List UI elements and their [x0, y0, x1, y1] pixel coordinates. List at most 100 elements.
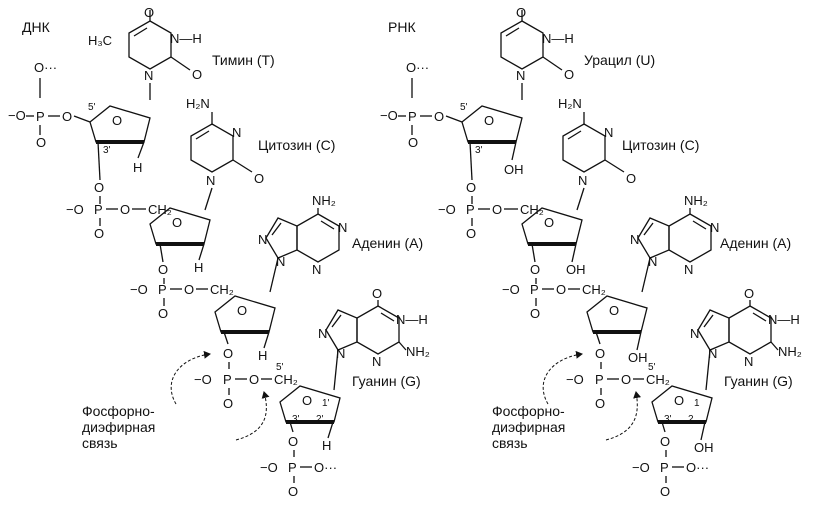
svg-text:2: 2 [688, 414, 694, 425]
svg-text:5': 5' [276, 362, 284, 373]
svg-text:N: N [276, 254, 285, 269]
base-label: Цитозин (C) [622, 137, 699, 153]
svg-text:N—H: N—H [170, 31, 202, 46]
base-label: Аденин (A) [352, 235, 423, 251]
svg-text:O: O [223, 396, 233, 411]
svg-text:−O: −O [66, 202, 84, 217]
svg-text:P: P [94, 202, 103, 217]
rna-panel: РНК O N—H O N Урацил (U) O 5' 3' OH O···… [380, 5, 802, 499]
phosphodiester-bond-label-rna: Фосфорно- диэфирная связь [492, 350, 642, 451]
svg-text:диэфирная: диэфирная [82, 419, 155, 435]
svg-text:O: O [595, 346, 605, 361]
dna-phosphate-4: O −O P O O CH₂ 5' [194, 331, 298, 411]
dna-sugar-4: O 3' 2' 1' H [278, 384, 342, 453]
dna-phosphate-2: O −O P O O CH₂ [66, 141, 172, 241]
svg-text:P: P [408, 109, 417, 124]
rna-sugar-4: O 3' 2 1 OH [650, 384, 714, 455]
svg-text:O···: O··· [34, 60, 57, 75]
svg-text:O: O [112, 113, 122, 128]
svg-text:O: O [530, 262, 540, 277]
svg-text:N: N [206, 173, 215, 188]
svg-text:O: O [184, 282, 194, 297]
panel-title-rna: РНК [388, 19, 416, 35]
panel-title-dna: ДНК [22, 19, 51, 35]
svg-text:O: O [302, 393, 312, 408]
svg-text:O: O [595, 396, 605, 411]
svg-text:O: O [564, 67, 574, 82]
svg-text:O: O [223, 346, 233, 361]
svg-text:CH₂: CH₂ [582, 282, 606, 297]
svg-text:N—H: N—H [768, 312, 800, 327]
svg-text:O: O [237, 303, 247, 318]
svg-text:O: O [621, 372, 631, 387]
svg-text:O···: O··· [406, 60, 429, 75]
svg-text:NH₂: NH₂ [684, 193, 708, 208]
svg-text:H: H [258, 348, 267, 363]
cytosine-base: H₂N N O N Цитозин (C) [186, 96, 335, 211]
base-label: Гуанин (G) [724, 373, 793, 389]
svg-text:H₂N: H₂N [558, 96, 582, 111]
svg-text:2': 2' [316, 414, 324, 425]
svg-text:−O: −O [194, 372, 212, 387]
svg-text:O: O [609, 303, 619, 318]
svg-text:OH: OH [566, 262, 586, 277]
cytosine-base-rna: H₂N N O N Цитозин (C) [558, 96, 699, 211]
dna-phosphate-3: O −O P O O CH₂ [130, 243, 234, 321]
svg-text:O: O [120, 202, 130, 217]
svg-text:O: O [94, 226, 104, 241]
svg-text:связь: связь [492, 435, 528, 451]
svg-text:−O: −O [8, 108, 26, 123]
svg-text:O: O [466, 180, 476, 195]
adenine-base-rna: NH₂ N N N N Аденин (A) [630, 193, 791, 293]
svg-text:OH: OH [628, 350, 648, 365]
rna-sugar-2: O OH [520, 206, 586, 277]
svg-text:H: H [194, 260, 203, 275]
svg-text:NH₂: NH₂ [778, 344, 802, 359]
svg-text:O: O [144, 5, 154, 20]
svg-text:N: N [578, 173, 587, 188]
svg-text:O: O [288, 434, 298, 449]
svg-text:N: N [372, 354, 381, 369]
svg-text:5': 5' [88, 102, 96, 113]
svg-text:N: N [312, 262, 321, 277]
svg-text:−O: −O [130, 282, 148, 297]
svg-text:3': 3' [664, 414, 672, 425]
base-label: Аденин (A) [720, 235, 791, 251]
svg-text:O: O [530, 306, 540, 321]
svg-text:O: O [516, 5, 526, 20]
svg-text:−O: −O [632, 460, 650, 475]
rna-sugar-1: O 5' 3' OH [460, 102, 524, 177]
rna-phosphate-3: O −O P O O CH₂ [502, 243, 606, 321]
svg-text:N: N [338, 220, 347, 235]
svg-text:P: P [595, 372, 604, 387]
uracil-base: O N—H O N Урацил (U) [500, 5, 655, 100]
svg-text:O: O [674, 393, 684, 408]
svg-text:O: O [372, 286, 382, 301]
svg-text:O: O [36, 135, 46, 150]
svg-text:O···: O··· [686, 460, 709, 475]
svg-text:O: O [556, 282, 566, 297]
dna-sugar-3: O H [213, 294, 277, 363]
svg-text:O: O [172, 215, 182, 230]
svg-text:H: H [322, 438, 331, 453]
svg-text:O: O [249, 372, 259, 387]
svg-text:N: N [630, 232, 639, 247]
svg-text:H₂N: H₂N [186, 96, 210, 111]
svg-text:N: N [708, 346, 717, 361]
base-label: Цитозин (C) [258, 137, 335, 153]
svg-text:O: O [192, 67, 202, 82]
svg-text:Фосфорно-: Фосфорно- [82, 403, 155, 419]
svg-text:N: N [710, 220, 719, 235]
svg-text:O: O [288, 484, 298, 499]
svg-text:O: O [660, 434, 670, 449]
svg-text:N: N [690, 326, 699, 341]
svg-text:O: O [158, 306, 168, 321]
svg-text:O: O [94, 180, 104, 195]
svg-text:O: O [62, 109, 72, 124]
svg-text:P: P [36, 109, 45, 124]
svg-text:N: N [318, 326, 327, 341]
svg-text:O: O [466, 226, 476, 241]
dna-sugar-1: O 5' 3' H [88, 102, 152, 175]
thymine-base: O H₃C N—H O N Тимин (T) [88, 5, 275, 100]
